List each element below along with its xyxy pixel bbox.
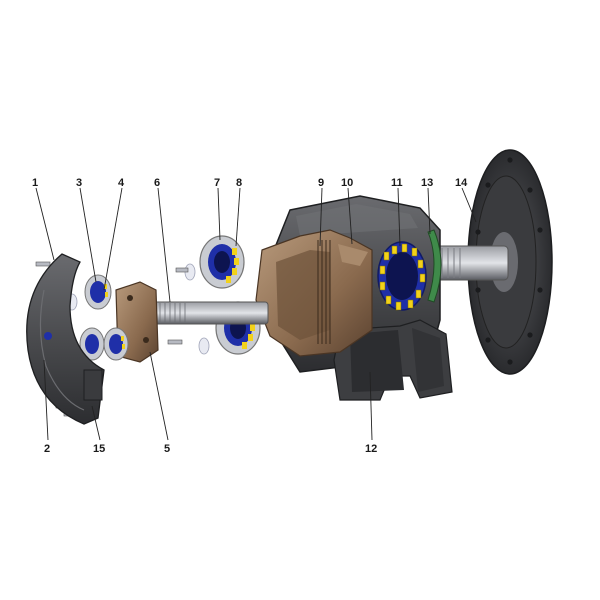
output-bearing	[377, 241, 427, 311]
callout-6: 6	[154, 177, 160, 189]
callout-3: 3	[76, 177, 82, 189]
callout-10: 10	[341, 177, 353, 189]
callout-1: 1	[32, 177, 38, 189]
callout-9: 9	[318, 177, 324, 189]
callout-labels: 1 2 3 4 5 6 7 8 9 10 11 12 13 14 15	[32, 177, 468, 455]
callout-2: 2	[44, 443, 50, 455]
planet-bearing-upper	[199, 235, 245, 289]
callout-4: 4	[118, 177, 125, 189]
callout-11: 11	[391, 177, 403, 189]
callout-12: 12	[365, 443, 377, 455]
callout-7: 7	[214, 177, 220, 189]
second-stage-carrier	[255, 229, 373, 357]
seal-ring	[427, 229, 442, 303]
small-bearing-middle	[79, 327, 105, 361]
callout-8: 8	[236, 177, 242, 189]
leader-lines	[35, 187, 477, 441]
sun-shaft	[149, 301, 269, 325]
callout-13: 13	[421, 177, 433, 189]
callout-15: 15	[93, 443, 105, 455]
callout-5: 5	[164, 443, 170, 455]
input-cover	[26, 253, 105, 425]
small-bearing-upper	[84, 274, 112, 310]
callout-14: 14	[455, 177, 468, 189]
small-bearing-right	[103, 327, 129, 361]
